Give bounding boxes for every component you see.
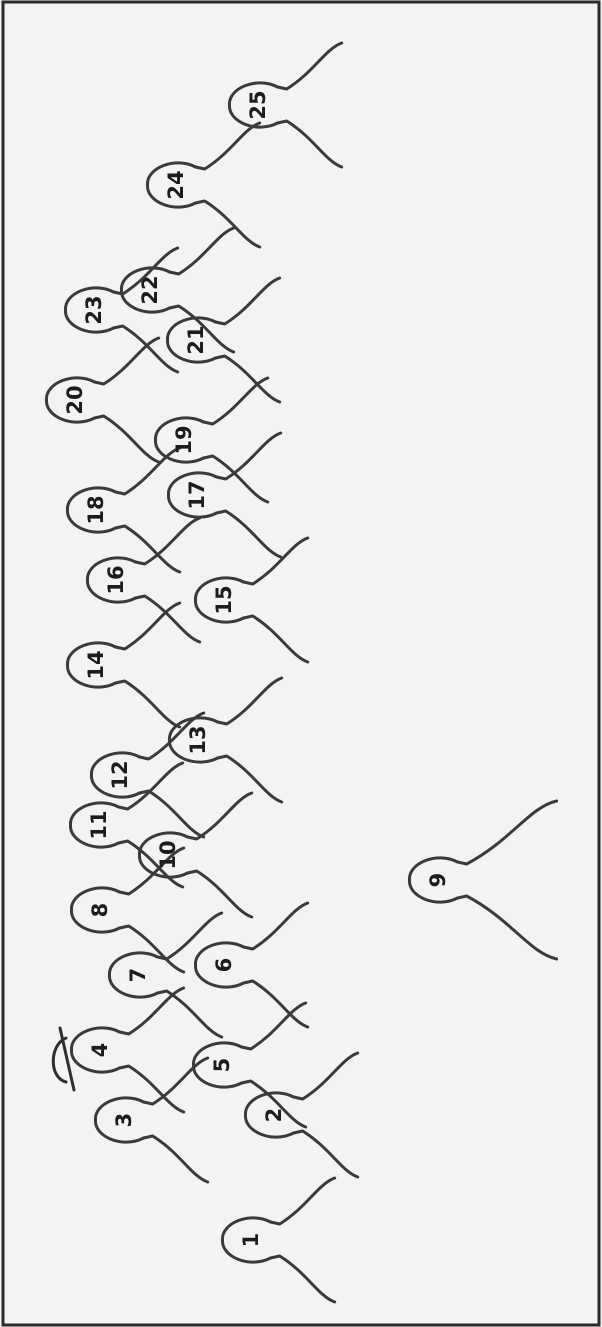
person-figure-25: 25 bbox=[229, 43, 341, 167]
figure-number-label: 4 bbox=[88, 1043, 112, 1058]
figures-layer: 1234567891011121314151617181920212223242… bbox=[46, 43, 556, 1302]
figure-number-label: 21 bbox=[184, 325, 208, 354]
person-figure-4: 4 bbox=[53, 988, 183, 1112]
figure-number-label: 18 bbox=[84, 495, 108, 524]
figure-number-label: 19 bbox=[172, 425, 196, 454]
figure-number-label: 11 bbox=[87, 810, 111, 839]
figure-number-label: 14 bbox=[84, 650, 108, 679]
person-figure-5: 5 bbox=[193, 1003, 305, 1127]
person-figure-14: 14 bbox=[67, 603, 179, 727]
shoulders-outline bbox=[217, 433, 281, 557]
person-figure-6: 6 bbox=[195, 903, 307, 1027]
shoulders-outline bbox=[244, 538, 308, 662]
figure-number-label: 20 bbox=[63, 385, 87, 414]
figure-number-label: 9 bbox=[426, 873, 450, 888]
figure-number-label: 6 bbox=[212, 958, 236, 973]
shoulders-outline bbox=[294, 1053, 358, 1177]
figure-number-label: 8 bbox=[88, 903, 112, 918]
shoulders-outline bbox=[218, 678, 282, 802]
figure-number-label: 7 bbox=[126, 968, 150, 983]
shoulders-outline bbox=[120, 988, 184, 1112]
shoulders-outline bbox=[116, 448, 180, 572]
person-figure-2: 2 bbox=[245, 1053, 357, 1177]
shoulders-outline bbox=[271, 1178, 335, 1302]
figure-number-label: 1 bbox=[239, 1233, 263, 1248]
figure-number-label: 17 bbox=[185, 480, 209, 509]
person-figure-10: 10 bbox=[139, 793, 251, 917]
shoulders-outline bbox=[196, 123, 260, 247]
person-figure-18: 18 bbox=[67, 448, 179, 572]
figure-number-label: 25 bbox=[246, 90, 270, 119]
shoulders-outline bbox=[136, 518, 200, 642]
person-figure-15: 15 bbox=[195, 538, 307, 662]
shoulders-outline bbox=[116, 603, 180, 727]
shoulders-outline bbox=[158, 913, 222, 1037]
figure-number-label: 12 bbox=[108, 760, 132, 789]
shoulders-outline bbox=[95, 338, 159, 462]
figure-number-label: 23 bbox=[82, 295, 106, 324]
person-figure-1: 1 bbox=[222, 1178, 334, 1302]
person-figure-21: 21 bbox=[167, 278, 279, 402]
figure-number-label: 13 bbox=[186, 725, 210, 754]
person-figure-7: 7 bbox=[109, 913, 221, 1037]
person-figure-20: 20 bbox=[46, 338, 158, 462]
figure-number-label: 24 bbox=[164, 170, 188, 199]
figure-number-label: 5 bbox=[210, 1058, 234, 1073]
figure-number-label: 10 bbox=[156, 840, 180, 869]
shoulders-outline bbox=[188, 793, 252, 917]
person-figure-3: 3 bbox=[95, 1058, 207, 1182]
shoulders-outline bbox=[204, 378, 268, 502]
person-figure-24: 24 bbox=[147, 123, 259, 247]
shoulders-outline bbox=[216, 278, 280, 402]
person-figure-9: 9 bbox=[409, 801, 556, 959]
hat-icon bbox=[53, 1028, 74, 1090]
figure-number-label: 16 bbox=[104, 565, 128, 594]
shoulders-outline bbox=[278, 43, 342, 167]
figure-number-label: 15 bbox=[212, 585, 236, 614]
figure-number-label: 3 bbox=[112, 1113, 136, 1128]
person-figure-16: 16 bbox=[87, 518, 199, 642]
person-figure-13: 13 bbox=[169, 678, 281, 802]
shoulders-outline bbox=[458, 801, 557, 959]
